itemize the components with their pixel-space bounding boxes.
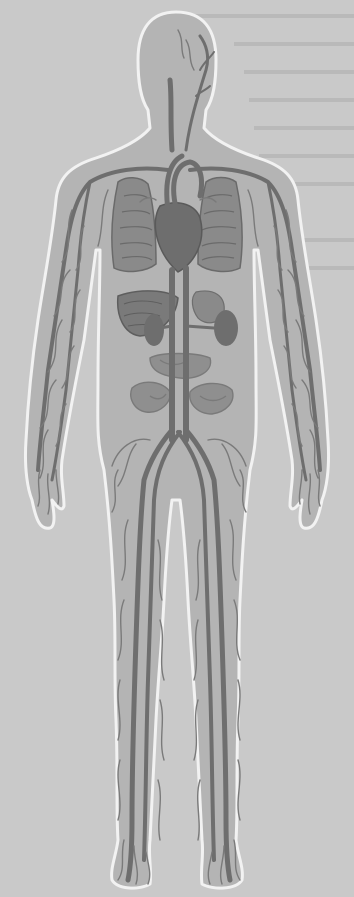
left-kidney xyxy=(144,314,164,346)
body-silhouette xyxy=(25,12,328,888)
right-kidney xyxy=(214,310,238,346)
left-lung xyxy=(112,178,156,272)
right-lung xyxy=(198,178,242,272)
